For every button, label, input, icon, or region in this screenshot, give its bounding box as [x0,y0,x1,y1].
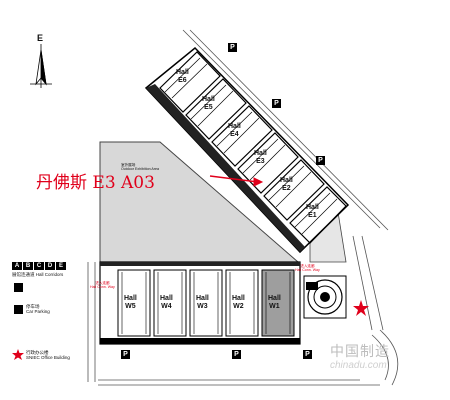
parking-marker: P [228,43,237,52]
parking-marker: P [121,350,130,359]
watermark-cn: 中国制造 [330,343,390,359]
hall-w5 [117,269,151,337]
hall-w2 [225,269,259,337]
parking-marker: P [232,350,241,359]
parking-marker: P [272,99,281,108]
parking-marker: P [303,350,312,359]
office-building-star [353,300,369,316]
hall-e1 [289,186,347,244]
legend-letter: A [12,262,22,270]
hall-roof-ridges [164,57,338,235]
booth-callout-label: 丹佛斯 E3 A03 [36,173,155,193]
west-halls [117,269,295,337]
west-hall-ribs [121,272,291,334]
legend-corridor-label: 展馆连通道 Hall Corridors [12,272,64,277]
hall-e5 [185,78,247,140]
map-legend: A B C D E 展馆连通道 Hall Corridors [12,262,92,278]
legend-corridor-letters: A B C D E [12,262,92,270]
hall-w4 [153,269,187,337]
legend-letter: B [23,262,33,270]
hall-e3 [237,132,299,194]
hall-e2 [263,159,325,221]
hall-w1 [261,269,295,337]
hall-w3 [189,269,223,337]
legend-letter: C [34,262,44,270]
east-halls [159,51,347,244]
legend-swatches [12,283,24,360]
compass-rose [30,44,52,88]
compass-north-label: E [37,33,44,43]
roads [87,29,399,386]
east-corridor-strip [146,84,305,252]
parking-marker: P [316,156,325,165]
west-hall-footer [100,338,300,344]
watermark-url: chinadu.com [330,360,387,371]
legend-letter: E [56,262,66,270]
hall-e4 [211,105,273,167]
booth-callout-arrow [209,175,264,187]
hall-e6 [159,51,221,113]
round-hall [303,275,347,319]
legend-letter: D [45,262,55,270]
west-corridor-strip [100,262,300,266]
